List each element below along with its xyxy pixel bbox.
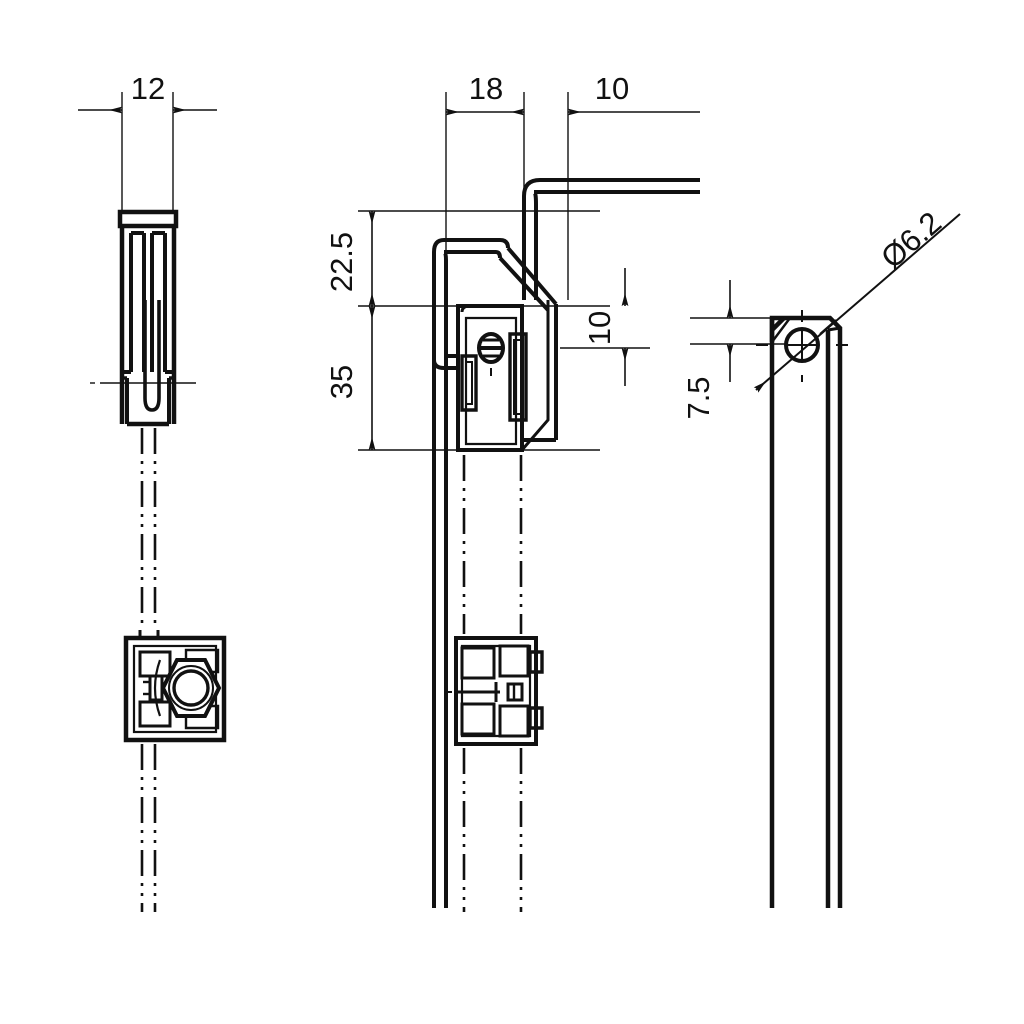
bolt-head-icon: [477, 332, 505, 364]
dimension-label-10-side: 10: [582, 311, 617, 345]
dimension-7p5: [690, 280, 790, 382]
front-view-clamp: [78, 92, 227, 912]
clamp-side-lower-assembly: [446, 636, 544, 746]
clamp-front-body: [90, 209, 196, 427]
dimension-label-18: 18: [469, 71, 503, 106]
dimension-label-10-top: 10: [595, 71, 629, 106]
dimension-18-10: [445, 92, 700, 300]
dimension-label-hole-diameter: Ø6.2: [874, 205, 948, 276]
dimension-12: [78, 92, 217, 218]
rod-phantom-lines-mid: [462, 455, 523, 912]
side-view-clamp: [358, 92, 700, 912]
clamp-side-body: [456, 304, 556, 452]
dimension-label-7p5: 7.5: [681, 376, 716, 419]
rod-long-lines: [432, 356, 448, 908]
clamp-bottom-assembly: [123, 630, 227, 743]
rod-phantom-lines-left: [140, 428, 157, 628]
dimension-label-35: 35: [324, 365, 359, 399]
diameter-leader-line: [753, 213, 961, 393]
dimension-label-22p5: 22.5: [324, 232, 359, 292]
rod-phantom-lines-left-lower: [140, 744, 157, 912]
dimension-label-12: 12: [131, 71, 165, 106]
dimension-10-vertical: [560, 268, 650, 386]
strap-body: [756, 310, 848, 908]
strap-view: [690, 213, 961, 908]
